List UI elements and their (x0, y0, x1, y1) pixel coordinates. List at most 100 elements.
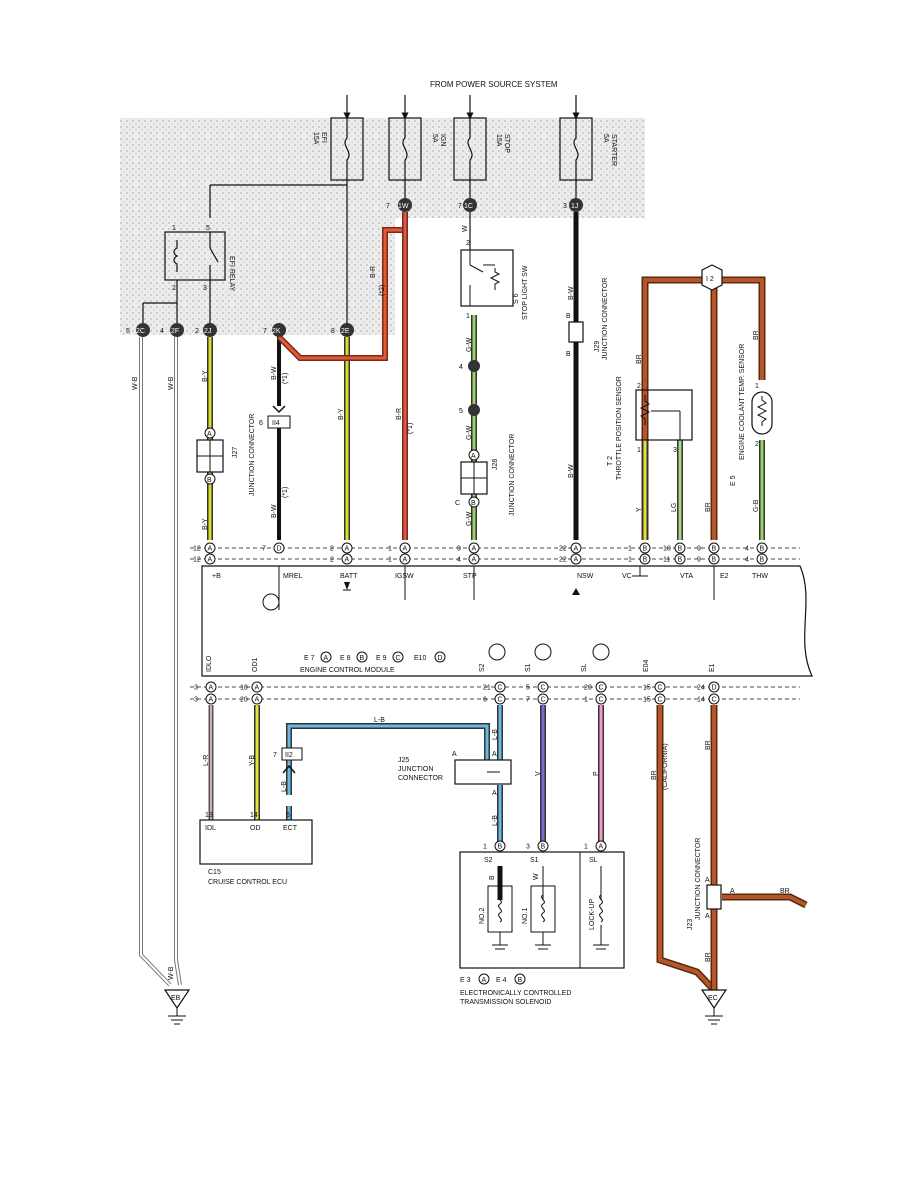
terminal-2e: 2E (341, 328, 350, 335)
ecm-top2-pin-7-letter: B (712, 557, 717, 564)
sol-wire-b: B (489, 875, 496, 880)
wire-by-2: B-Y (202, 518, 209, 530)
sol-coil-no1: NO.1 (522, 908, 529, 924)
ecm-bot1-pin-3-number: 5 (526, 685, 530, 692)
ecm-top1-pin-6: B1 (628, 542, 651, 554)
sol-term-s1: S1 (530, 857, 539, 864)
ecm-bot2-pin-1-number: 20 (240, 697, 248, 704)
sol-wire-w: W (533, 873, 540, 880)
ecm-top1-pin-5-letter: A (574, 546, 579, 553)
wire-br-2: B-R (396, 408, 403, 420)
ecm-top2-pin-0-letter: A (208, 557, 213, 564)
j27-left-a: A (207, 431, 212, 438)
tps-pin-3: 3 (673, 447, 677, 454)
j23-a-top: A (705, 877, 710, 884)
ecm-top2-pin-8-number: 4 (745, 557, 749, 564)
ecm-top2-pin-0-number: 12 (193, 557, 201, 564)
ecm-bot-label-4: SL (581, 663, 588, 672)
ecm-code-circle-3: D (434, 651, 446, 663)
j23-connector: A A A J23 JUNCTION CONNECTOR (687, 838, 735, 930)
sol-name-2: TRANSMISSION SOLENOID (460, 999, 551, 1006)
terminal-1j: 1J (571, 203, 578, 210)
terminal-1c: 1C (464, 203, 473, 210)
fuse-box-region (120, 118, 645, 335)
ii4-connector: II4 6 (259, 405, 291, 429)
ecm-bot-label-1: OD1 (252, 658, 259, 673)
ecm-top2-pin-6-number: 11 (663, 557, 670, 564)
cruise-idl: IDL (205, 825, 216, 832)
j23-name: JUNCTION CONNECTOR (695, 838, 702, 920)
ecm-top2-pin-5: B1 (628, 553, 651, 565)
relay-pin-2: 2 (172, 285, 176, 292)
efi-relay: 1 5 3 2 EFI RELAY (164, 225, 235, 292)
ecm-bot2-pin-2-number: 6 (483, 697, 487, 704)
g-w-inline-connectors: 4 5 (459, 360, 480, 416)
ecm-code-3: E 9 (376, 655, 387, 662)
j23-a-right: A (730, 888, 735, 895)
ecm-top1-pin-9-letter: B (760, 546, 765, 553)
colored-wires (139, 212, 808, 993)
j29-b-bot: B (566, 351, 571, 358)
stop-sw-pin-1: 1 (466, 313, 470, 320)
ecm-top-label-7: VTA (680, 573, 693, 580)
wire-gb: G-B (753, 499, 760, 512)
ecm-top1-pin-1: D7 (262, 542, 285, 554)
ecm-bot2-pin-5-number: 15 (643, 697, 651, 704)
tps-pin-2: 2 (637, 383, 641, 390)
ecm-bot1-pin-5-number: 15 (643, 685, 651, 692)
ecm-bot2-pin-3-number: 7 (526, 697, 530, 704)
wire-n1-b: (*1) (282, 487, 289, 498)
relay-pin-3: 3 (203, 285, 207, 292)
ecm-top-label-1: MREL (283, 573, 303, 580)
ecm-top2-pin-5-number: 1 (628, 557, 632, 564)
ecm-bot1-pin-0-number: 3 (194, 685, 198, 692)
ecm-bot2-pin-2-letter: C (498, 697, 503, 704)
wire-bw-3: B-W (568, 286, 575, 300)
ecm-code-1: E 7 (304, 655, 315, 662)
wire-wb-2: W-B (168, 376, 175, 390)
j29-name: JUNCTION CONNECTOR (602, 278, 609, 360)
cruise-pin-13: 13 (205, 812, 213, 819)
ecm-bot2-pin-3-letter: C (541, 697, 546, 704)
ecm-bot2-pin-2: C6 (483, 693, 506, 705)
ecm-top2-pin-1-letter: A (345, 557, 350, 564)
ii4-label: II4 (272, 420, 280, 427)
ecm-bot2-pin-6-letter: C (712, 697, 717, 704)
ecm-top1-pin-3-letter: A (403, 546, 408, 553)
ecm-top2-pin-6-letter: B (678, 557, 683, 564)
wire-lb-3: L-B (492, 729, 499, 740)
wire-v: V (535, 771, 542, 776)
j27-left-b: B (207, 477, 212, 484)
tps-name: THROTTLE POSITION SENSOR (616, 376, 623, 480)
sol-pin-1-letter: B (541, 844, 546, 851)
wire-labels: W-B W-B W-B B-Y B-Y B-Y B-W (*1) B-W (*1… (132, 225, 790, 980)
j25-name-2: CONNECTOR (398, 775, 443, 782)
ecm-top1-pin-0-letter: A (208, 546, 213, 553)
sol-pin-1: B3 (526, 840, 549, 852)
j28-code: J28 (492, 459, 499, 470)
ii2-connector: II2 7 (273, 747, 303, 774)
sol-code-circle-0: A (478, 973, 490, 985)
gw-pin-5: 5 (459, 408, 463, 415)
fuse-efi-rating: 15A (312, 132, 319, 145)
sol-code-2: E 4 (496, 977, 507, 984)
ii4-pin: 6 (259, 420, 263, 427)
terminal-2c: 2C (136, 328, 145, 335)
wire-gw-3: G-W (466, 511, 473, 526)
sol-pin-2: A1 (584, 840, 607, 852)
ecm-bot1-pin-2-letter: C (498, 685, 503, 692)
wire-by-1: B-Y (202, 370, 209, 382)
ecm-code-2: E 8 (340, 655, 351, 662)
ecm-top2-pin-3-number: 4 (457, 557, 461, 564)
ecm-code-circle-1: B (356, 651, 368, 663)
sol-code-letter-1: B (518, 977, 523, 984)
wire-p: P (593, 771, 600, 776)
sol-term-s2: S2 (484, 857, 493, 864)
sol-pin-1-number: 3 (526, 844, 530, 851)
terminal-2k: 2K (272, 328, 281, 335)
gw-pin-4: 4 (459, 364, 463, 371)
sol-code-circle-1: B (514, 973, 526, 985)
ecm-top1-pin-2-number: 2 (330, 546, 334, 553)
ecm-top1-pin-2-letter: A (345, 546, 350, 553)
